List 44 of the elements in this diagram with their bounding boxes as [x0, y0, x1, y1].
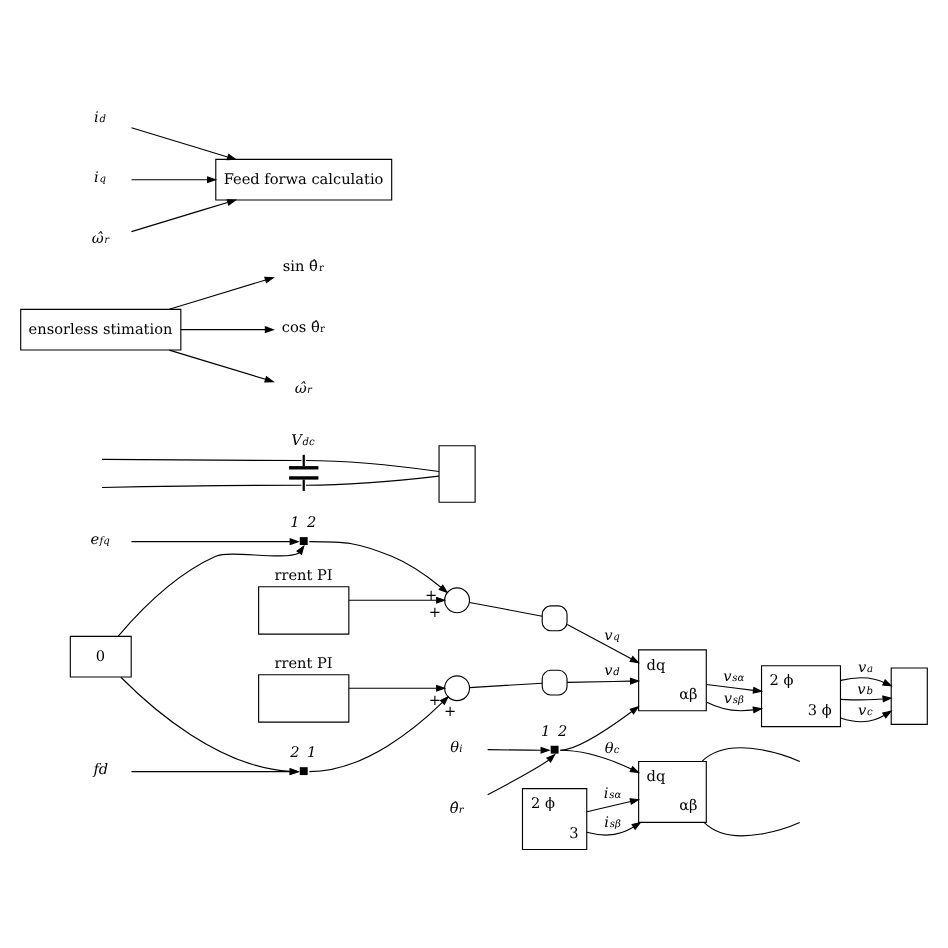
- arrow: [130, 127, 238, 161]
- arrow: [705, 683, 764, 694]
- node-box: [890, 667, 928, 725]
- arrow: [559, 705, 640, 751]
- arrow: [840, 710, 893, 723]
- arrow: [586, 798, 641, 813]
- arrow: [348, 596, 447, 604]
- arrow: [566, 677, 641, 685]
- arrow: [117, 544, 305, 637]
- node-box: [258, 586, 350, 635]
- connector: [101, 458, 303, 462]
- node-circle: [444, 587, 471, 614]
- connector: [101, 484, 303, 489]
- connector: [305, 459, 440, 472]
- arrow: [130, 176, 218, 184]
- arrow: [840, 677, 893, 687]
- node-switch: [550, 745, 559, 754]
- node-limiter: [541, 605, 568, 632]
- arrow: [308, 541, 449, 594]
- arrow: [487, 753, 556, 796]
- arrow: [130, 538, 300, 546]
- node-switch: [299, 767, 308, 776]
- arrow: [168, 276, 275, 310]
- arrow: [586, 821, 642, 836]
- node-box: [438, 445, 476, 503]
- arrow: [180, 326, 275, 334]
- node-box: [258, 674, 350, 723]
- arrow: [130, 199, 238, 233]
- arrow: [566, 623, 640, 664]
- node-circle: [444, 675, 471, 702]
- connector: [703, 821, 801, 837]
- arrow: [559, 749, 641, 774]
- connector: [701, 747, 801, 763]
- arrow: [348, 684, 447, 692]
- arrow: [168, 349, 275, 383]
- arrow: [487, 746, 551, 754]
- connector: [305, 475, 440, 486]
- connector: [468, 682, 543, 689]
- arrow: [706, 701, 764, 714]
- node-limiter: [541, 669, 568, 696]
- arrow: [840, 695, 893, 703]
- arrow: [308, 695, 450, 773]
- node-switch: [299, 537, 308, 546]
- connector: [468, 601, 543, 617]
